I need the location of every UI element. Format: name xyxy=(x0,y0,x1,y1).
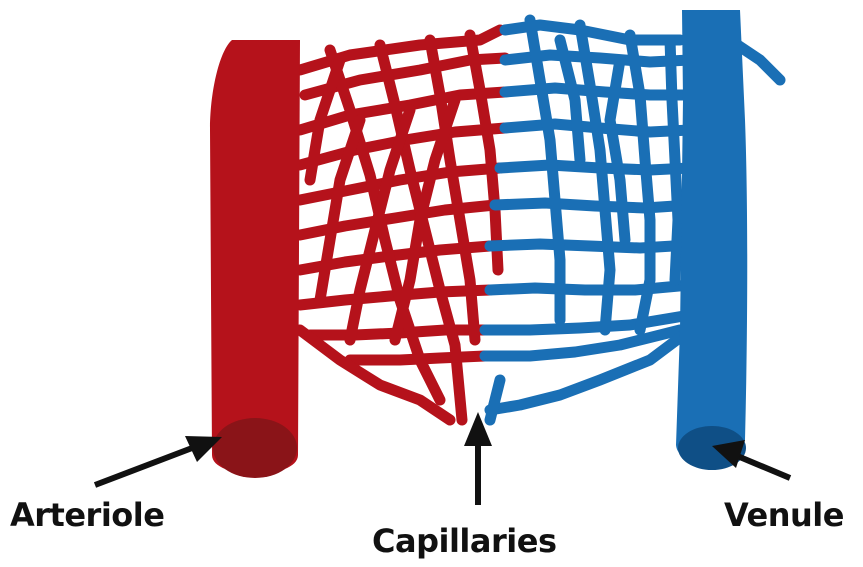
venule-label: Venule xyxy=(724,496,844,534)
venule-vessel xyxy=(676,10,747,470)
arteriole-label: Arteriole xyxy=(10,496,164,534)
arrow-capillaries xyxy=(464,412,492,505)
capillaries-label: Capillaries xyxy=(372,522,556,560)
arrow-arteriole xyxy=(95,436,222,485)
arterial-capillary-network xyxy=(300,30,505,420)
arteriole-vessel xyxy=(210,40,300,478)
